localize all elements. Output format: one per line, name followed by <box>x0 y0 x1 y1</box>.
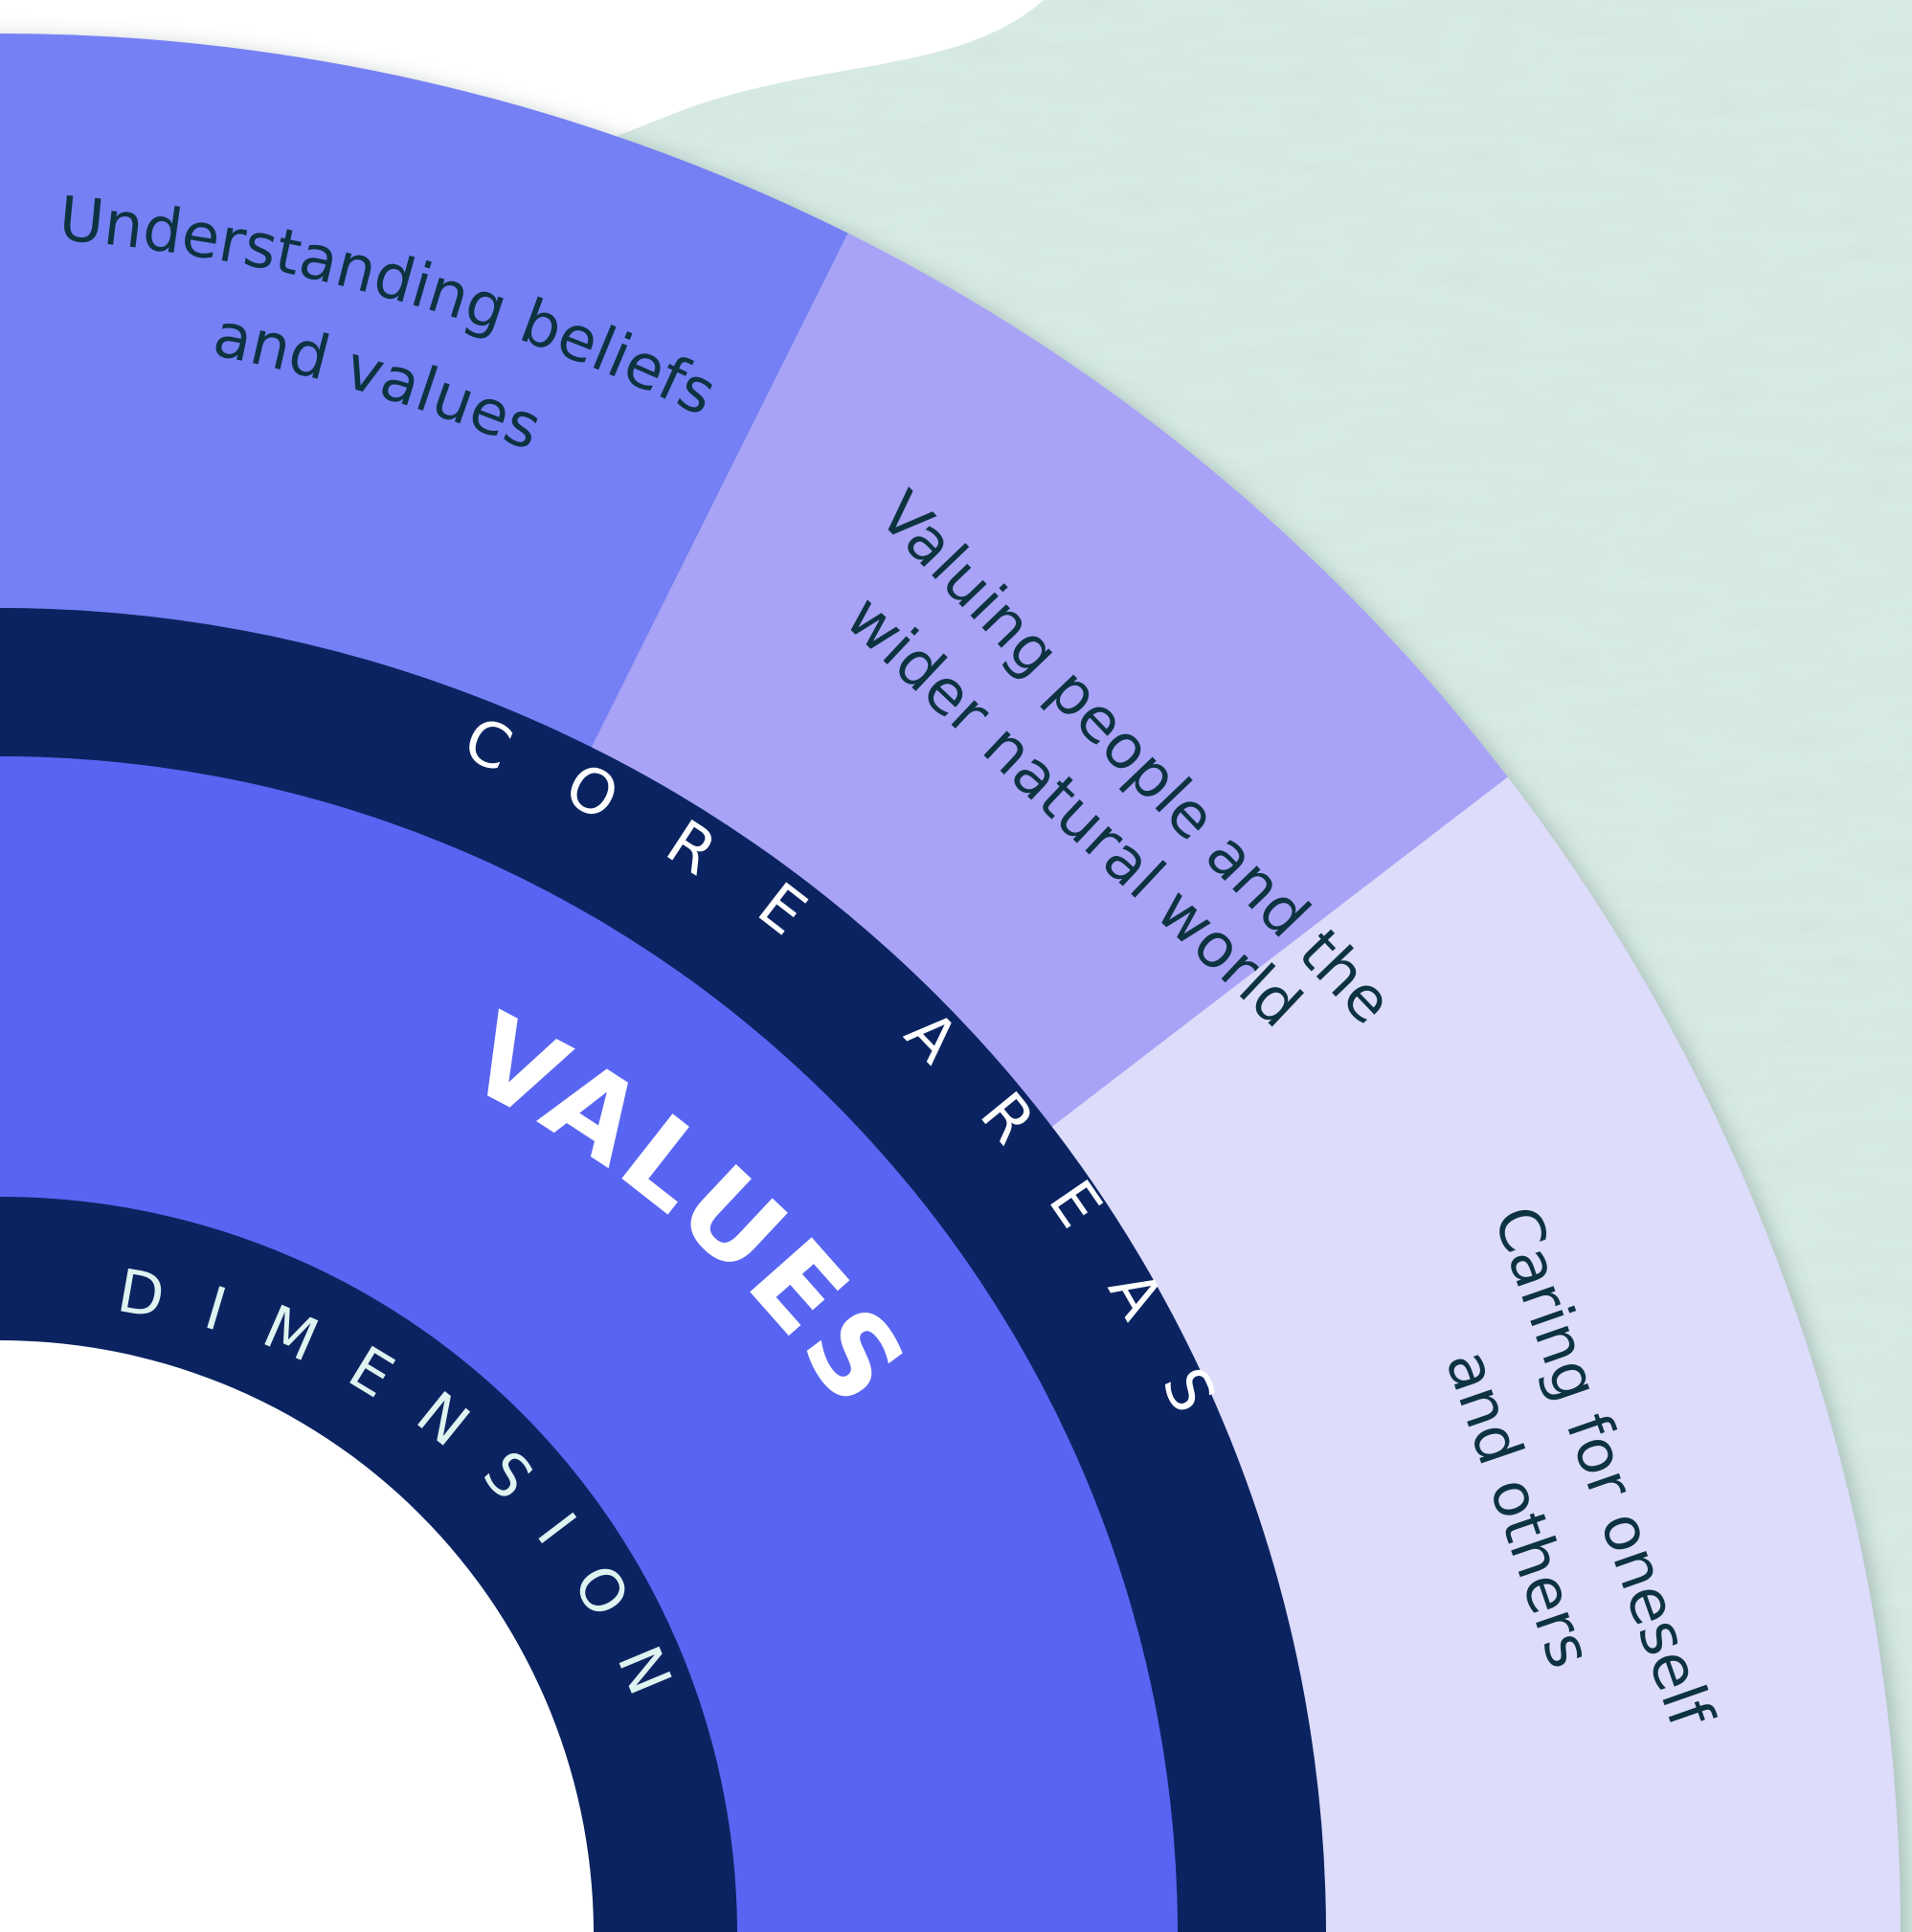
dimension-band <box>0 1197 737 1932</box>
wheel-centre <box>0 1340 594 1932</box>
core-area-segment-valuing <box>591 233 1508 1129</box>
core-areas-band <box>0 608 1326 1932</box>
core-area-segment-understanding <box>0 34 848 750</box>
wheel-group <box>0 34 1901 1932</box>
values-ring <box>0 756 1178 1932</box>
core-area-segment-caring <box>1050 776 1901 1932</box>
